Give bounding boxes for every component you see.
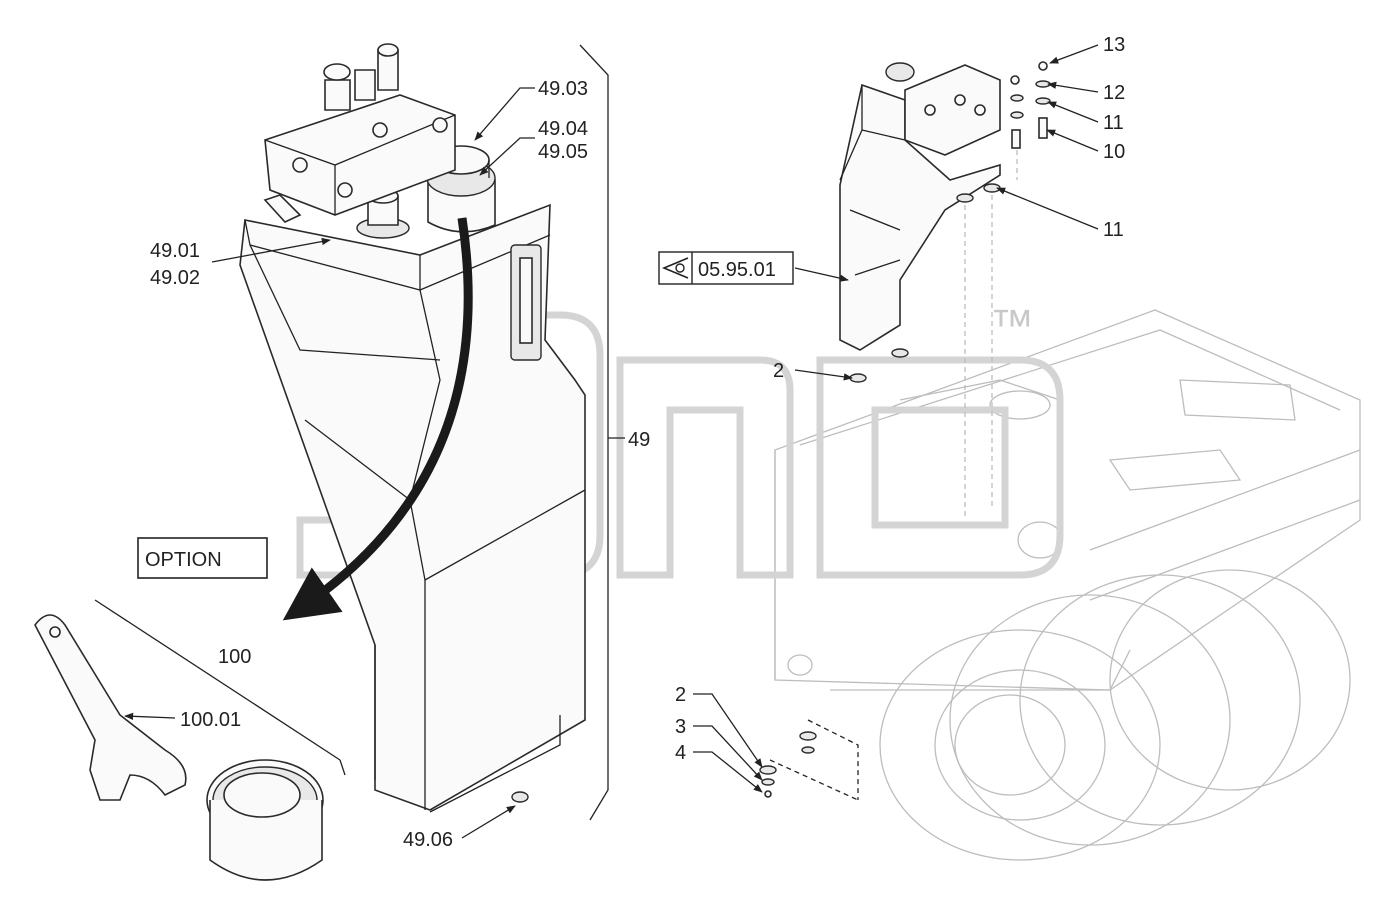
label-49-02: 49.02 (150, 267, 200, 289)
roller-machine-ghost (774, 309, 1361, 861)
leader-lines (124, 44, 1099, 839)
label-49-06: 49.06 (403, 829, 453, 851)
label-49: 49 (628, 429, 650, 451)
wrench-part (34, 614, 187, 801)
curved-arrow (282, 217, 473, 621)
label-12: 12 (1103, 82, 1125, 104)
label-100-01: 100.01 (180, 709, 241, 731)
view-reference[interactable]: 05.95.01 (658, 251, 794, 285)
label-11-bottom: 11 (1103, 219, 1124, 241)
option-label: OPTION (145, 549, 222, 571)
label-2-lower: 2 (675, 684, 686, 706)
trademark-symbol: ™ (990, 301, 1034, 350)
label-4: 4 (675, 742, 686, 764)
filler-cap-part (206, 759, 324, 881)
label-100: 100 (218, 646, 251, 668)
hydraulic-tank (239, 43, 586, 813)
label-49-05: 49.05 (538, 141, 588, 163)
option-box (137, 537, 268, 579)
label-2-upper: 2 (773, 360, 784, 382)
label-10: 10 (1103, 141, 1125, 163)
eye-icon (661, 257, 689, 279)
view-ref-text: 05.95.01 (698, 259, 776, 281)
label-13: 13 (1103, 34, 1125, 56)
label-49-01: 49.01 (150, 240, 200, 262)
label-3: 3 (675, 716, 686, 738)
label-49-04: 49.04 (538, 118, 588, 140)
tank-assembly-small (759, 61, 1051, 801)
label-49-03: 49.03 (538, 78, 588, 100)
label-11-top: 11 (1103, 112, 1124, 134)
group-bracket (579, 44, 609, 821)
